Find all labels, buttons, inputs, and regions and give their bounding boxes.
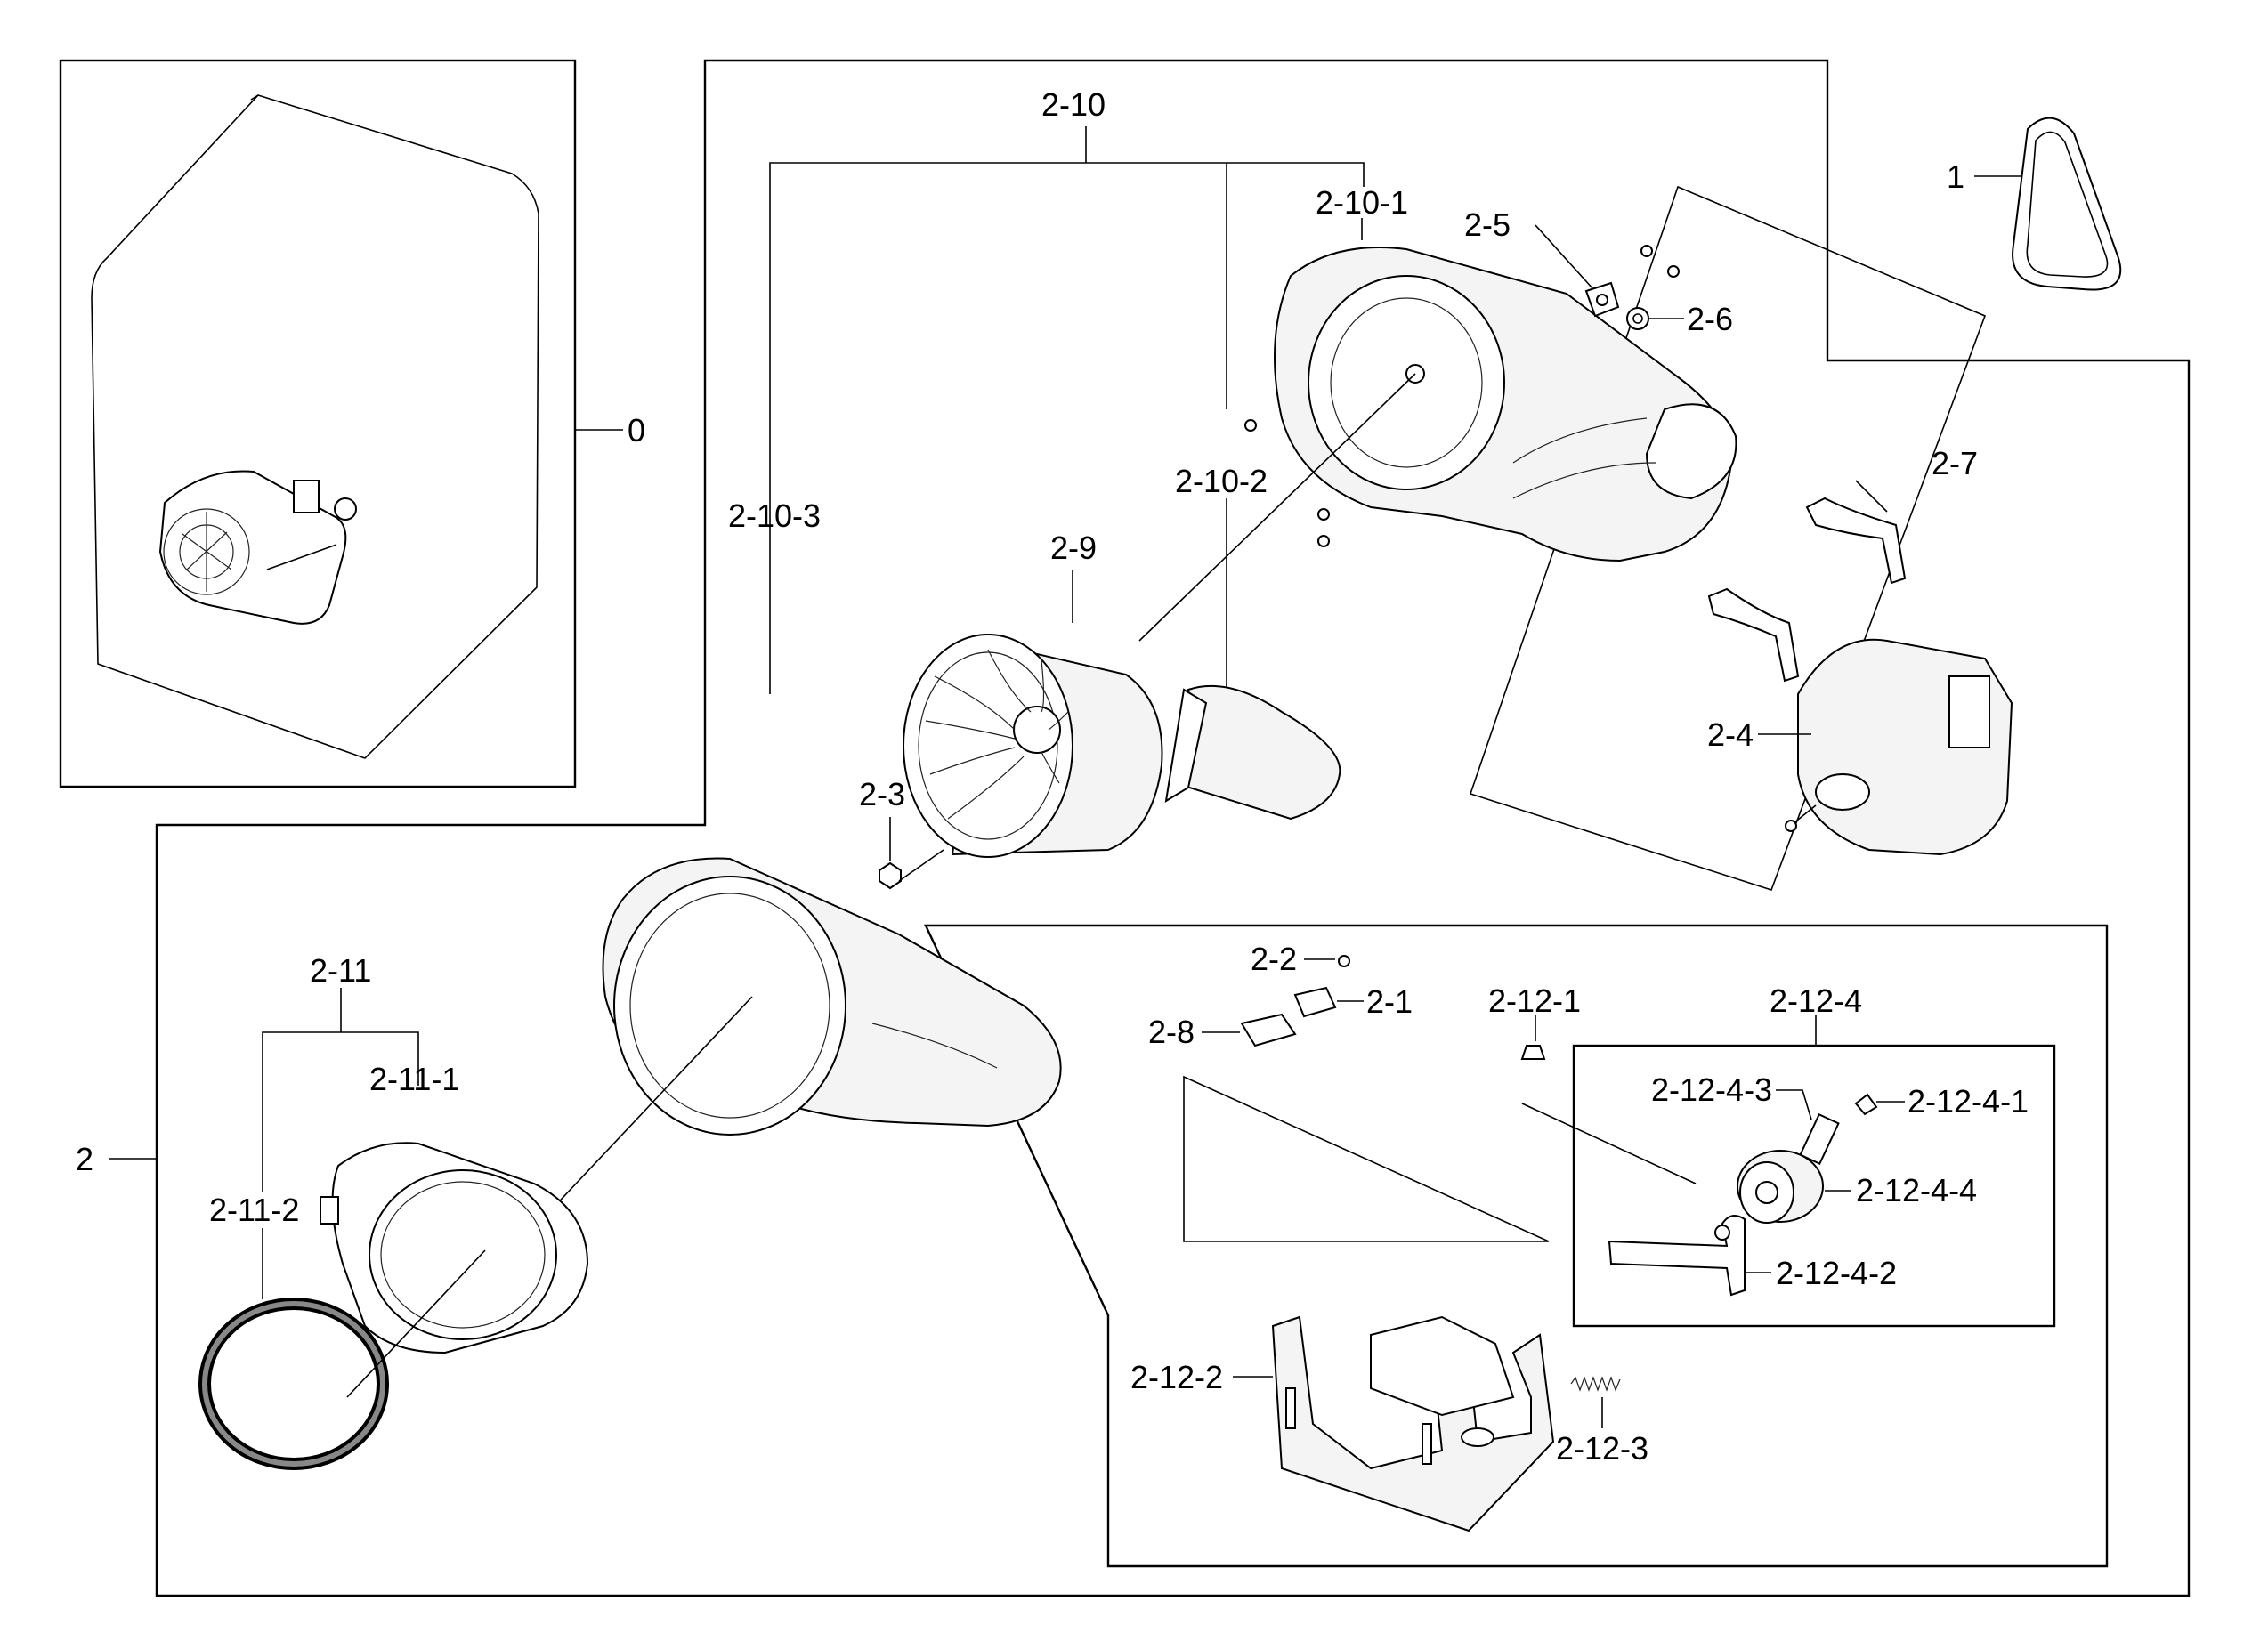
axis-nut [898, 849, 944, 882]
axis-housing [533, 996, 753, 1229]
label-2-5: 2-5 [1464, 206, 1511, 243]
frame-switch-group [1183, 1075, 1550, 1242]
frame-assembly-2 [155, 59, 2191, 1597]
leader-bracket-2-10 [769, 126, 1365, 694]
label-2-10-3: 2-10-3 [728, 497, 821, 534]
label-2-12-4-3: 2-12-4-3 [1651, 1071, 1772, 1108]
seal-ring-2-11-2 [198, 1298, 389, 1470]
axis-2-12-1 [1521, 1103, 1697, 1184]
label-2-3: 2-3 [859, 776, 905, 812]
label-2-11: 2-11 [310, 952, 371, 989]
label-2: 2 [76, 1141, 93, 1177]
front-plate-2-11-1 [320, 1142, 589, 1354]
switch-bracket-2-8 [1240, 1013, 1297, 1047]
motor-2-4 [1785, 638, 2013, 856]
leader-2-12-4-3 [1776, 1089, 1812, 1120]
spring-2-12-3 [1570, 1376, 1621, 1392]
axis-fan [1138, 373, 1416, 642]
arm-2-12-4-2 [1608, 1215, 1746, 1297]
label-2-12-1: 2-12-1 [1488, 982, 1581, 1019]
label-2-8: 2-8 [1148, 1014, 1195, 1050]
label-2-12-4-1: 2-12-4-1 [1908, 1083, 2029, 1120]
screws-2-10 [1244, 245, 1680, 547]
cap-2-12-4-1 [1854, 1093, 1878, 1116]
label-2-12-2: 2-12-2 [1130, 1359, 1223, 1395]
label-2-2: 2-2 [1251, 941, 1297, 977]
bracket-2-12-2 [1271, 1315, 1555, 1532]
frame-main-assembly [59, 59, 577, 788]
pulley-2-12-4-4 [1737, 1150, 1824, 1224]
drive-belt [2012, 117, 2122, 291]
label-2-9: 2-9 [1050, 530, 1097, 566]
frame-bracket-2-12 [924, 924, 2109, 1568]
switch-2-1 [1293, 986, 1337, 1018]
label-2-12-3: 2-12-3 [1556, 1430, 1648, 1467]
label-2-10-1: 2-10-1 [1316, 184, 1408, 221]
housing-front-2-10-3 [602, 857, 1062, 1136]
bracket-2-5 [1584, 281, 1620, 318]
label-2-12-4: 2-12-4 [1770, 982, 1862, 1019]
label-2-6: 2-6 [1687, 301, 1733, 337]
screw-2-12-1 [1520, 1045, 1546, 1060]
blower-fan-2-9 [903, 634, 1163, 858]
clip-2-7 [1707, 497, 1907, 683]
leader-2-7 [1855, 480, 1888, 513]
blower-assembly-thumbnail [158, 470, 357, 625]
cabinet-illustration [91, 94, 539, 759]
label-2-11-2: 2-11-2 [209, 1192, 299, 1228]
shaft-2-12-4-3 [1799, 1112, 1840, 1166]
label-0: 0 [628, 412, 645, 449]
label-2-12-4-4: 2-12-4-4 [1856, 1172, 1977, 1209]
frame-2-12-4 [1572, 1044, 2056, 1328]
label-1: 1 [1947, 158, 1964, 195]
label-2-1: 2-1 [1366, 983, 1413, 1020]
label-2-11-1: 2-11-1 [369, 1061, 459, 1097]
label-2-12-4-2: 2-12-4-2 [1776, 1255, 1897, 1291]
label-2-10: 2-10 [1041, 86, 1106, 123]
duct-2-10-2 [1164, 684, 1341, 821]
label-2-10-2: 2-10-2 [1175, 463, 1268, 499]
nut-2-3 [879, 861, 902, 890]
leader-bracket-2-11 [262, 988, 419, 1299]
axis-seal [346, 1249, 486, 1398]
label-2-4: 2-4 [1707, 716, 1754, 753]
idler-pulley-2-6 [1626, 307, 1649, 330]
housing-rear-2-10-1 [1274, 247, 1737, 562]
label-2-7: 2-7 [1932, 445, 1978, 481]
screw-2-2 [1338, 955, 1350, 967]
leader-2-5 [1535, 224, 1594, 290]
